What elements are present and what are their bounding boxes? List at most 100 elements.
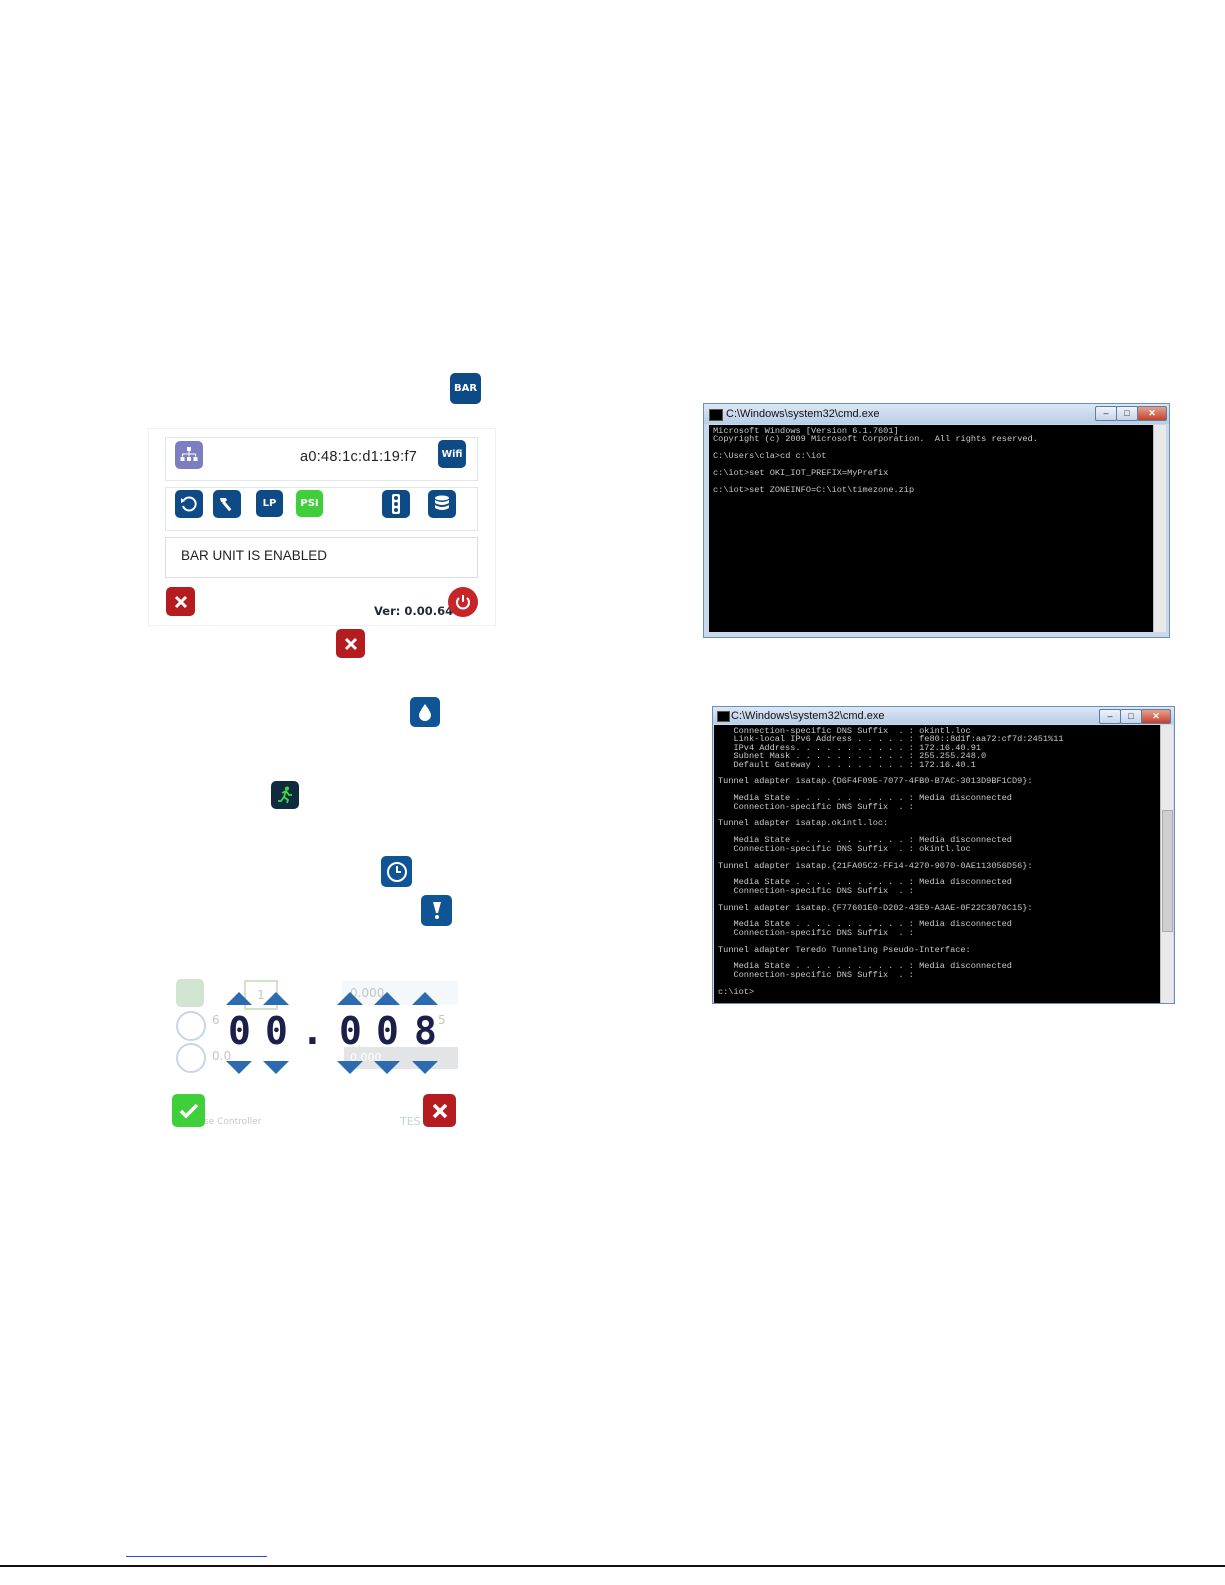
console-line: Microsoft Windows [Version 6.1.7601] (713, 426, 899, 436)
terminal-window-2: C:\Windows\system32\cmd.exe – □ ✕ Connec… (712, 706, 1175, 1004)
version-text: Ver: 0.00.64 (374, 604, 454, 618)
maximize-button[interactable]: □ (1120, 709, 1142, 724)
minimize-button[interactable]: – (1095, 406, 1117, 421)
digit-2: 0 (265, 1009, 288, 1053)
terminal-1-output: Microsoft Windows [Version 6.1.7601]Copy… (709, 425, 1153, 632)
refresh-icon[interactable] (175, 490, 203, 518)
decimal-point: . (301, 1009, 324, 1053)
wifi-label: Wifi (441, 448, 463, 460)
console-line: Media State . . . . . . . . . . . : Medi… (718, 919, 1012, 930)
console-line: Default Gateway . . . . . . . . . : 172.… (718, 759, 976, 770)
console-line: Tunnel adapter isatap.{F77601E0-D202-43E… (718, 902, 1033, 913)
psi-button[interactable]: PSI (296, 490, 323, 517)
cancel-icon[interactable] (336, 629, 365, 658)
terminal-2-scrollbar[interactable] (1160, 725, 1173, 1003)
cmd-icon (717, 711, 730, 722)
console-line: Connection-specific DNS Suffix . : okint… (718, 843, 971, 854)
footnote-link-underline[interactable] (126, 1556, 267, 1557)
console-line: IPv4 Address. . . . . . . . . . . : 172.… (718, 742, 982, 753)
digit-6-down-arrow[interactable] (412, 1061, 438, 1074)
faded-logo: TES (400, 1115, 421, 1128)
digit-5: 0 (376, 1009, 399, 1053)
status-text: BAR UNIT IS ENABLED (181, 548, 328, 563)
faded-gauge-1 (176, 1011, 206, 1041)
console-line: Connection-specific DNS Suffix . : (718, 885, 914, 896)
running-person-icon[interactable] (271, 781, 299, 809)
lp-button[interactable]: LP (256, 490, 283, 517)
console-line: Media State . . . . . . . . . . . : Medi… (718, 793, 1012, 804)
console-line: c:\iot>set ZONEINFO=C:\iot\timezone.zip (713, 484, 915, 495)
faded-gauge-2 (176, 1043, 206, 1073)
wifi-button[interactable]: Wifi (438, 440, 466, 468)
cmd-icon (709, 409, 723, 421)
digit-1: 0 (228, 1009, 251, 1053)
console-line: Media State . . . . . . . . . . . : Medi… (718, 877, 1012, 888)
cancel-stepper-button[interactable] (423, 1094, 456, 1127)
footer-rule (0, 1565, 1225, 1567)
bar-label: BAR (453, 383, 478, 394)
power-button[interactable] (448, 587, 478, 617)
tools-icon[interactable] (213, 490, 241, 518)
faded-run-icon (176, 979, 204, 1007)
window-close-button[interactable]: ✕ (1137, 406, 1167, 421)
confirm-button[interactable] (172, 1094, 205, 1127)
digit-6: 8 (414, 1009, 437, 1053)
terminal-2-titlebar: C:\Windows\system32\cmd.exe – □ ✕ (713, 707, 1174, 724)
close-icon (432, 1103, 447, 1118)
console-line: Connection-specific DNS Suffix . : (718, 969, 914, 980)
power-icon (456, 595, 470, 610)
digit-6-up-arrow[interactable] (412, 992, 438, 1005)
scrollbar-thumb[interactable] (1162, 810, 1173, 932)
terminal-1-scrollbar[interactable] (1153, 425, 1166, 632)
console-line: C:\Users\cla>cd c:\iot (713, 451, 827, 462)
check-icon (179, 1103, 198, 1118)
faded-field-4: 5 (438, 1013, 446, 1027)
drop-icon[interactable] (410, 697, 440, 727)
terminal-1-titlebar: C:\Windows\system32\cmd.exe – □ ✕ (704, 404, 1169, 424)
console-line: Subnet Mask . . . . . . . . . . . : 255.… (718, 751, 987, 762)
console-line: Media State . . . . . . . . . . . : Medi… (718, 961, 1012, 972)
digit-2-down-arrow[interactable] (263, 1061, 289, 1074)
terminal-2-output: Connection-specific DNS Suffix . : okint… (714, 725, 1160, 1003)
mac-address: a0:48:1c:d1:19:f7 (300, 449, 418, 465)
window-close-button[interactable]: ✕ (1141, 709, 1171, 724)
digit-5-down-arrow[interactable] (374, 1061, 400, 1074)
terminal-1-title: C:\Windows\system32\cmd.exe (726, 408, 880, 420)
network-icon[interactable] (175, 441, 203, 469)
console-line: Tunnel adapter Teredo Tunneling Pseudo-I… (718, 944, 971, 955)
console-line: c:\iot> (718, 986, 755, 997)
psi-label: PSI (300, 498, 319, 509)
console-line: c:\iot>set OKI_IOT_PREFIX=MyPrefix (713, 468, 889, 479)
network-row (165, 437, 478, 481)
traffic-light-icon[interactable] (382, 490, 410, 518)
maximize-button[interactable]: □ (1116, 406, 1138, 421)
console-line: Connection-specific DNS Suffix . : (718, 801, 914, 812)
digit-1-down-arrow[interactable] (226, 1061, 252, 1074)
digit-2-up-arrow[interactable] (263, 992, 289, 1005)
digit-4-up-arrow[interactable] (337, 992, 363, 1005)
console-line: Link-local IPv6 Address . . . . . : fe80… (718, 734, 1064, 745)
console-line: Media State . . . . . . . . . . . : Medi… (718, 835, 1012, 846)
faded-field-5: 0.0 (212, 1049, 232, 1063)
database-icon[interactable] (428, 490, 456, 518)
console-line: Connection-specific DNS Suffix . : (718, 927, 914, 938)
minimize-button[interactable]: – (1099, 709, 1121, 724)
terminal-2-title: C:\Windows\system32\cmd.exe (731, 710, 885, 722)
console-line: Tunnel adapter isatap.{21FA05C2-FF14-427… (718, 860, 1033, 871)
clock-icon[interactable] (381, 856, 412, 887)
lp-label: LP (262, 498, 277, 509)
console-line: Connection-specific DNS Suffix . : okint… (718, 726, 971, 736)
faded-footer: se Controller (204, 1117, 262, 1127)
close-settings-button[interactable] (166, 587, 195, 616)
console-line (718, 979, 1156, 987)
digit-4: 0 (339, 1009, 362, 1053)
digit-5-up-arrow[interactable] (374, 992, 400, 1005)
faded-field-3: 6 (212, 1013, 220, 1027)
digit-4-down-arrow[interactable] (337, 1061, 363, 1074)
console-line: Tunnel adapter isatap.okintl.loc: (718, 818, 889, 829)
digit-1-up-arrow[interactable] (226, 992, 252, 1005)
terminal-window-1: C:\Windows\system32\cmd.exe – □ ✕ Micros… (703, 403, 1170, 638)
alert-icon[interactable] (421, 895, 452, 926)
bar-unit-button[interactable]: BAR (450, 373, 481, 404)
console-line: Copyright (c) 2009 Microsoft Corporation… (713, 434, 1038, 445)
